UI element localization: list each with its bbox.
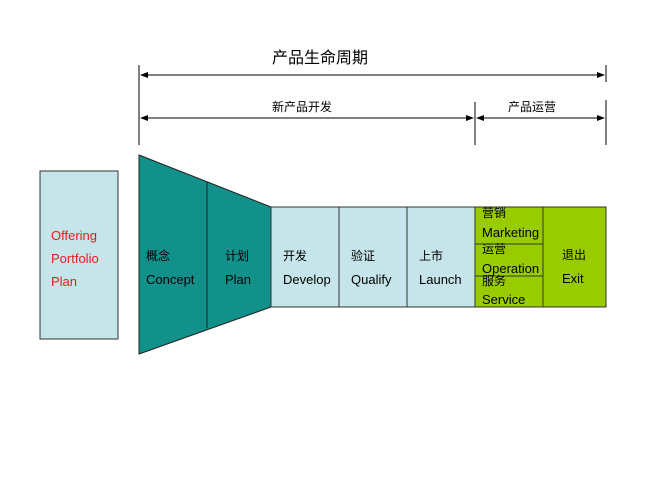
stage-cn: 验证 [351, 249, 376, 263]
operation-en: Operation [482, 261, 540, 276]
stage-cn: 计划 [225, 249, 250, 263]
offering-line: Portfolio [51, 251, 99, 266]
operations-box [474, 206, 544, 308]
operation-cn: 营销 [482, 206, 507, 220]
stage-en: Qualify [351, 272, 392, 287]
stage-en: Launch [419, 272, 462, 287]
phase-development: 新产品开发 [272, 100, 333, 114]
operation-cn: 服务 [482, 274, 507, 288]
exit-en: Exit [562, 271, 584, 286]
exit-cn: 退出 [562, 248, 587, 262]
phase-operation: 产品运营 [508, 100, 557, 114]
stage-en: Concept [146, 272, 195, 287]
lifecycle-arrow [138, 65, 607, 145]
operation-en: Service [482, 292, 526, 307]
stage-en: Develop [283, 272, 331, 287]
stage-cn: 开发 [283, 249, 308, 263]
operation-cn: 运营 [482, 242, 507, 256]
offering-line: Offering [51, 228, 98, 243]
exit-box [542, 206, 607, 308]
offering-line: Plan [51, 274, 78, 289]
stage-en: Plan [225, 272, 252, 287]
offering-box [39, 170, 119, 340]
stage-box-develop [270, 206, 340, 308]
stage-box-launch [406, 206, 476, 308]
stage-cn: 上市 [419, 249, 444, 263]
stage-cn: 概念 [146, 249, 171, 263]
diagram-title: 产品生命周期 [272, 48, 369, 67]
operation-en: Marketing [482, 225, 540, 240]
